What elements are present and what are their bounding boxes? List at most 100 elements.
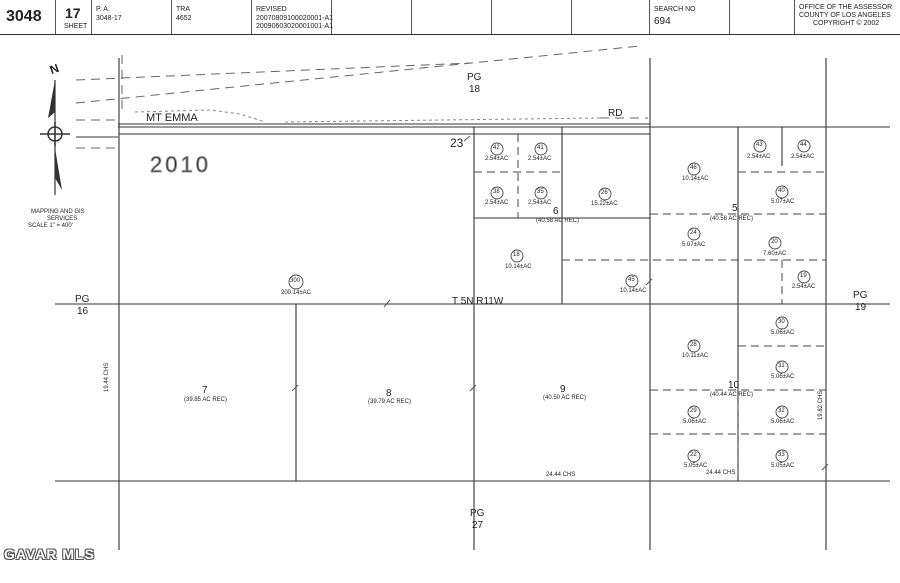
parcel-num: 26 — [601, 190, 608, 196]
parcel-area: 5.05±AC — [771, 463, 795, 469]
parcel-num: 45 — [628, 277, 635, 283]
parcel-num: 33 — [778, 452, 785, 458]
section-5-area: (40.58 AC REC) — [710, 216, 754, 222]
parcel-area: 5.07±AC — [682, 242, 706, 248]
section-6-area: (40.58 AC REC) — [536, 218, 580, 224]
book-number: 3048 — [6, 8, 42, 25]
parcel-num: 40 — [778, 188, 785, 194]
parcel-num: 44 — [800, 142, 807, 148]
page-ref-top-num: 18 — [469, 84, 481, 95]
section-10-area: (40.44 AC REC) — [710, 392, 754, 398]
revised-cell: REVISED 20070809100020001-A1 20090603020… — [252, 0, 334, 34]
parcel-area: 15.22±AC — [591, 201, 618, 207]
parcel-num: 43 — [756, 142, 763, 148]
parcel-area: 5.05±AC — [684, 463, 708, 469]
road-label-mt-emma: MT EMMA — [146, 112, 198, 124]
page-number: 17 — [65, 5, 81, 21]
blank-cell-2 — [412, 0, 492, 34]
page-ref-left-pg: PG — [75, 294, 90, 305]
page-ref-right-num: 19 — [855, 302, 867, 313]
mls-watermark: GAVAR MLS — [4, 546, 95, 562]
section-8-area: (39.79 AC REC) — [368, 399, 412, 405]
parcel-num: 28 — [690, 342, 697, 348]
blank-cell-5 — [730, 0, 795, 34]
parcel-area: 2.54±AC — [528, 156, 552, 162]
parcel-num: 30 — [778, 319, 785, 325]
blank-cell-1 — [332, 0, 412, 34]
search-cell: SEARCH NO 694 — [650, 0, 730, 34]
section-7-area: (39.85 AC REC) — [184, 397, 228, 403]
parcel-area: 200.14±AC — [281, 290, 311, 296]
office-line-3: COPYRIGHT © 2002 — [813, 20, 880, 27]
parcel-num: 24 — [690, 230, 697, 236]
parcel-area: 2.54±AC — [747, 154, 771, 160]
page-ref-top-pg: PG — [467, 72, 482, 83]
parcel-area: 2.54±AC — [485, 156, 509, 162]
parcel-area: 5.06±AC — [771, 374, 795, 380]
section-10: 10 — [728, 380, 740, 391]
office-line-2: COUNTY OF LOS ANGELES — [799, 12, 891, 19]
parcel-area: 5.06±AC — [683, 419, 707, 425]
parcel-circles — [288, 139, 811, 463]
parcel-num: 46 — [690, 165, 697, 171]
section-9-area: (40.50 AC REC) — [543, 395, 587, 401]
office-line-1: OFFICE OF THE ASSESSOR — [799, 4, 893, 11]
mapping-line-2: SERVICES — [47, 216, 78, 222]
parcel-num: 19 — [800, 273, 807, 279]
pa-value: 3048-17 — [96, 15, 122, 22]
chs-bottom-2: 24.44 CHS — [706, 470, 736, 476]
parcel-area: 5.06±AC — [771, 330, 795, 336]
blank-cell-3 — [492, 0, 572, 34]
parcel-num: 31 — [778, 363, 785, 369]
section-9: 9 — [560, 384, 566, 395]
road-lines — [76, 123, 890, 138]
parcel-area: 2.54±AC — [791, 154, 815, 160]
parcel-area: 10.14±AC — [505, 264, 532, 270]
section-5: 5 — [732, 203, 738, 214]
north-arrow — [40, 80, 70, 195]
search-value: 694 — [654, 16, 671, 27]
parcel-area: 5.06±AC — [771, 419, 795, 425]
revised-label: REVISED — [256, 6, 287, 13]
parcel-lines — [474, 134, 826, 481]
road-detail — [134, 109, 601, 123]
parcel-area: 10.11±AC — [682, 353, 709, 359]
chs-bottom-1: 24.44 CHS — [546, 472, 576, 478]
parcel-area: 5.07±AC — [771, 199, 795, 205]
mapping-line-1: MAPPING AND GIS — [31, 209, 85, 215]
pa-cell: P. A. 3048-17 — [92, 0, 172, 34]
page-ref-right-pg: PG — [853, 290, 868, 301]
page-ref-left-num: 16 — [77, 306, 89, 317]
parcel-num: 41 — [537, 145, 544, 151]
chs-left: 19.44 CHS — [104, 362, 110, 392]
revised-entry-1: 20070809100020001-A1 — [256, 15, 334, 22]
parcel-num: 35 — [537, 189, 544, 195]
search-label: SEARCH NO — [654, 6, 696, 13]
boundary-lines — [55, 58, 890, 550]
pa-label: P. A. — [96, 6, 110, 13]
parcel-area: 2.54±AC — [792, 284, 816, 290]
section-7: 7 — [202, 385, 208, 396]
parcel-area: 10.14±AC — [620, 288, 647, 294]
parcel-area: 10.14±AC — [682, 176, 709, 182]
corner-ticks — [291, 135, 829, 471]
map-header: 3048 17 SHEET P. A. 3048-17 TRA 4652 REV… — [0, 0, 900, 35]
township-label: T 5N R11W — [452, 296, 504, 307]
parcel-num: 32 — [778, 408, 785, 414]
tra-cell: TRA 4652 — [172, 0, 252, 34]
easement-lines — [75, 45, 648, 149]
parcel-num: 20 — [771, 239, 778, 245]
book-cell: 3048 — [0, 0, 56, 34]
parcel-num: 38 — [493, 189, 500, 195]
scale-label: SCALE 1" = 400' — [28, 223, 73, 229]
tra-label: TRA — [176, 6, 190, 13]
parcel-num: 42 — [493, 145, 500, 151]
parcel-num: 300 — [290, 278, 301, 284]
revised-entry-2: 20090603020001001-A1 — [256, 23, 334, 30]
parcel-num: 18 — [513, 252, 520, 258]
road-label-rd: RD — [608, 108, 623, 119]
chs-right: 19.82 CHS — [818, 390, 824, 420]
stamp-2010: 2010 — [150, 152, 211, 177]
page-ref-bottom-pg: PG — [470, 508, 485, 519]
